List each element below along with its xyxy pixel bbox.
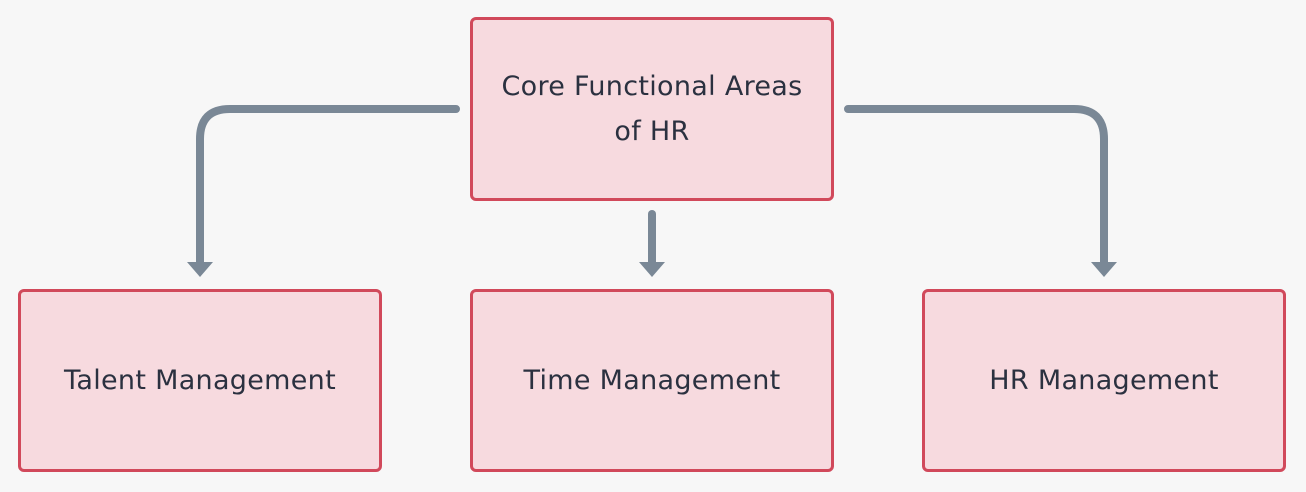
- child-node-label: Time Management: [523, 365, 781, 396]
- connector-root-to-hr: [844, 105, 1108, 270]
- child-node-talent-management: Talent Management: [18, 289, 382, 472]
- arrowhead-time: [639, 262, 665, 277]
- root-node-label: Core Functional Areas of HR: [501, 71, 803, 147]
- arrowhead-talent: [187, 262, 213, 277]
- root-node: Core Functional Areas of HR: [470, 17, 834, 201]
- child-node-label: Talent Management: [64, 365, 336, 396]
- connector-root-to-talent: [196, 105, 460, 270]
- child-node-label: HR Management: [989, 365, 1219, 396]
- arrowhead-hr: [1091, 262, 1117, 277]
- child-node-hr-management: HR Management: [922, 289, 1286, 472]
- child-node-time-management: Time Management: [470, 289, 834, 472]
